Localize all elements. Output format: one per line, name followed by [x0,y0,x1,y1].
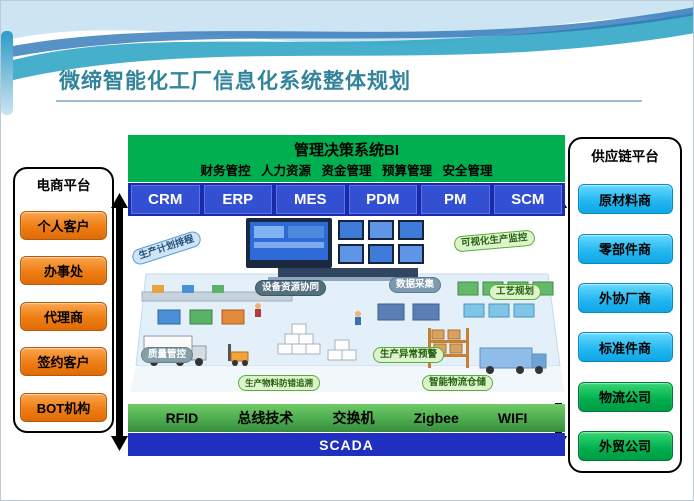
label-quality-control: 质量管控 [141,347,194,363]
supply-item-foreign-trade: 外贸公司 [577,430,673,461]
ecommerce-item-bot-institutions: BOT机构 [20,392,107,422]
tech-rfid: RFID [165,410,199,426]
module-row: CRM ERP MES PDM PM SCM [128,183,565,216]
module-pdm: PDM [348,185,417,214]
label-equipment-coordination: 设备资源协同 [255,280,327,296]
supply-chain-panel-title: 供应链平台 [591,149,659,164]
label-smart-warehousing: 智能物流仓储 [422,375,494,391]
tech-switch: 交换机 [332,410,375,426]
module-crm: CRM [131,185,200,214]
supply-item-raw-materials: 原材料商 [577,184,673,215]
supply-item-parts: 零部件商 [577,233,673,264]
module-scm: SCM [493,185,562,214]
label-data-collection: 数据采集 [389,277,442,293]
supply-chain-panel: 供应链平台 原材料商 零部件商 外协厂商 标准件商 物流公司 外贸公司 [568,137,682,473]
scada-bar: SCADA [128,433,565,456]
top-wave-decoration [1,1,693,115]
tech-layer-bar: RFID 总线技术 交换机 Zigbee WIFI [128,404,565,432]
left-double-arrow [111,193,128,451]
label-abnormality-warning: 生产异常预警 [373,347,445,363]
bi-title: 管理决策系统BI [293,141,399,159]
factory-floor-area: 生产计划排程 设备资源协同 数据采集 可视化生产监控 工艺规划 质量管控 生产异… [128,216,565,403]
ecommerce-item-agents: 代理商 [20,301,107,331]
bi-subtitle: 财务管控 人力资源 资金管理 预算管理 安全管理 [200,163,493,178]
ecommerce-panel: 电商平台 个人客户 办事处 代理商 签约客户 BOT机构 [13,167,114,433]
page-title: 微缔智能化工厂信息化系统整体规划 [59,70,411,93]
module-erp: ERP [203,185,272,214]
ecommerce-item-individual-customers: 个人客户 [20,210,107,240]
module-pm: PM [421,185,490,214]
supply-item-logistics: 物流公司 [577,381,673,412]
module-mes: MES [276,185,345,214]
label-material-traceability: 生产物料防错追溯 [238,375,321,391]
tech-fieldbus: 总线技术 [237,410,294,426]
tech-zigbee: Zigbee [413,410,459,426]
label-process-planning: 工艺规划 [489,284,542,300]
title-underline [56,100,642,102]
supply-item-standard-parts: 标准件商 [577,332,673,363]
supply-item-outsourcing: 外协厂商 [577,282,673,313]
ecommerce-panel-title: 电商平台 [36,178,91,193]
bi-decision-bar: 管理决策系统BI 财务管控 人力资源 资金管理 预算管理 安全管理 [128,135,565,182]
center-stack: 管理决策系统BI 财务管控 人力资源 资金管理 预算管理 安全管理 CRM ER… [128,135,565,456]
ecommerce-item-contracted-customers: 签约客户 [20,347,107,377]
tech-wifi: WIFI [497,410,528,426]
ecommerce-item-offices: 办事处 [20,256,107,286]
